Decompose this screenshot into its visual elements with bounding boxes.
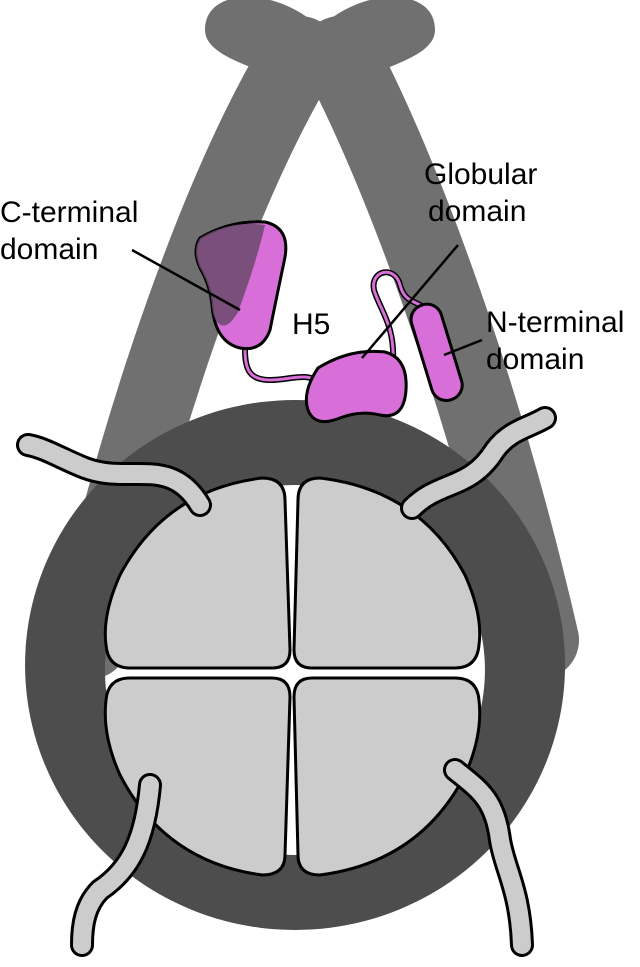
globular-domain-shape [304, 349, 408, 424]
leader-lines [131, 244, 483, 359]
histone-lobe-bottom-left [103, 676, 292, 877]
label-n-terminal-line1: N-terminal [486, 306, 624, 339]
leader-globular [361, 244, 459, 359]
labels: C-terminal domain Globular domain H5 N-t… [0, 158, 633, 376]
dna-crossover-top [205, 0, 435, 95]
label-h5: H5 [292, 308, 330, 341]
histone-lobe-top-right [292, 476, 482, 670]
leader-c-terminal [131, 248, 241, 312]
histone-lobe-top-left [103, 476, 292, 670]
histone-tail-top-right [403, 409, 554, 517]
n-terminal-domain-shape [409, 302, 464, 402]
label-globular: Globular domain [424, 158, 546, 228]
leader-n-terminal [443, 338, 483, 357]
label-globular-line1: Globular [424, 158, 537, 191]
label-c-terminal-line1: C-terminal [0, 196, 138, 229]
label-c-terminal: C-terminal domain [0, 196, 147, 266]
histone-tails [16, 406, 557, 957]
histone-tail-bottom-left [73, 776, 159, 954]
label-c-terminal-line2: domain [0, 233, 98, 266]
label-globular-line2: domain [428, 195, 526, 228]
label-n-terminal: N-terminal domain [486, 306, 633, 376]
histone-lobe-bottom-right [292, 676, 482, 877]
c-terminal-dna-overlap [196, 223, 265, 326]
label-n-terminal-line2: domain [486, 343, 584, 376]
histone-octamer [103, 476, 482, 877]
histone-tail-bottom-right [446, 761, 531, 954]
histone-tail-top-left [19, 436, 209, 514]
